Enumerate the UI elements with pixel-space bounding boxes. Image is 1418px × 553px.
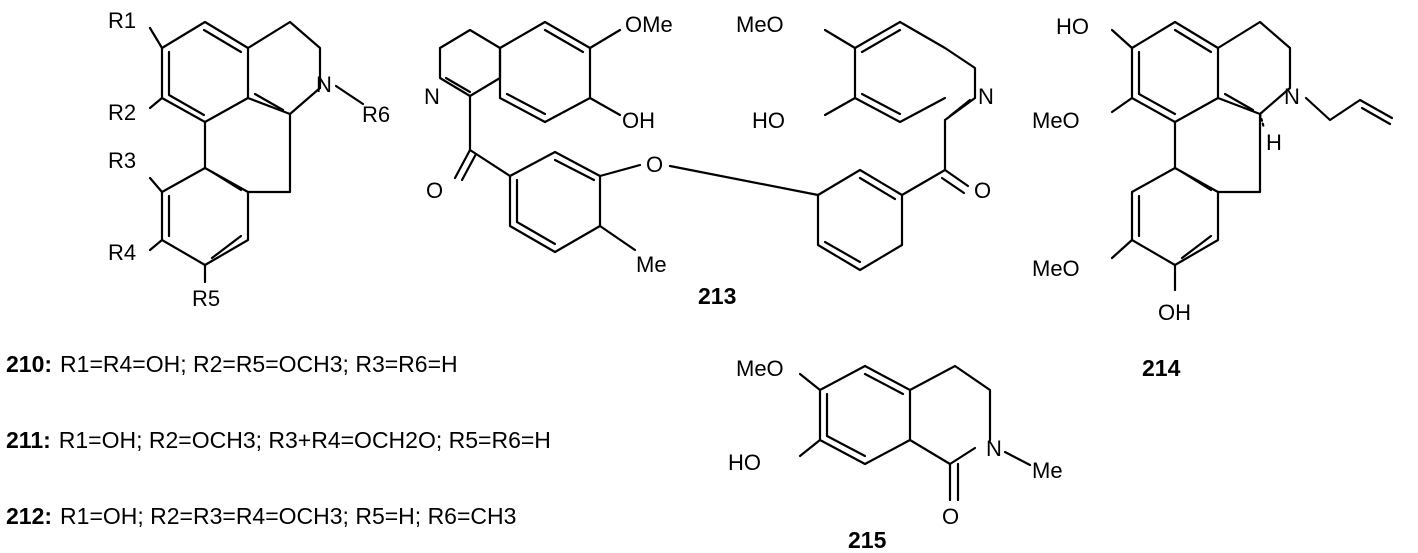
label-215-n: N xyxy=(986,436,1002,461)
label-r4: R4 xyxy=(108,240,136,265)
label-r6: R6 xyxy=(362,102,390,127)
label-n: N xyxy=(316,72,332,97)
label-213-n-right: N xyxy=(978,84,994,109)
label-213-o-ether: O xyxy=(646,152,663,177)
label-213-me: Me xyxy=(636,252,667,277)
caption-212: 212: R1=OH; R2=R3=R4=OCH3; R5=H; R6=CH3 xyxy=(6,503,516,529)
label-213-oh: OH xyxy=(622,108,655,133)
label-215-ho: HO xyxy=(728,450,761,475)
aporphine-scaffold xyxy=(148,20,365,284)
label-213-o-ketone-left: O xyxy=(426,178,443,203)
caption-210: 210: R1=R4=OH; R2=R5=OCH3; R3=R6=H xyxy=(6,351,458,377)
label-214-meo-1: MeO xyxy=(1032,108,1080,133)
label-213-meo: MeO xyxy=(736,12,784,37)
caption-211: 211: R1=OH; R2=OCH3; R3+R4=OCH2O; R5=R6=H xyxy=(6,427,551,453)
label-214-h: H xyxy=(1266,130,1282,155)
caption-210-text: R1=R4=OH; R2=R5=OCH3; R3=R6=H xyxy=(60,351,458,377)
compound-number-214: 214 xyxy=(1142,355,1181,381)
label-215-me: Me xyxy=(1032,458,1063,483)
label-214-n: N xyxy=(1284,84,1300,109)
compound-215-structure xyxy=(798,364,1032,502)
label-213-ome: OMe xyxy=(625,12,673,37)
compound-number-213: 213 xyxy=(698,283,736,309)
label-r3: R3 xyxy=(108,148,136,173)
caption-211-text: R1=OH; R2=OCH3; R3+R4=OCH2O; R5=R6=H xyxy=(59,427,551,453)
caption-212-text: R1=OH; R2=R3=R4=OCH3; R5=H; R6=CH3 xyxy=(60,503,516,529)
label-r1: R1 xyxy=(108,8,136,33)
label-r5: R5 xyxy=(192,286,220,311)
label-213-ho: HO xyxy=(752,108,785,133)
label-213-n-left: N xyxy=(424,84,440,109)
compound-number-215: 215 xyxy=(848,527,887,553)
compound-213-structure xyxy=(438,20,977,272)
label-214-ho: HO xyxy=(1056,14,1089,39)
label-215-meo: MeO xyxy=(736,356,784,381)
label-214-oh: OH xyxy=(1158,300,1191,325)
caption-212-number: 212: xyxy=(6,503,52,529)
label-215-o: O xyxy=(942,504,959,529)
label-r2: R2 xyxy=(108,100,136,125)
label-214-meo-2: MeO xyxy=(1032,256,1080,281)
caption-211-number: 211: xyxy=(6,427,51,453)
caption-210-number: 210: xyxy=(6,351,52,377)
compound-214-structure xyxy=(1110,20,1394,292)
label-213-o-ketone-right: O xyxy=(974,178,991,203)
